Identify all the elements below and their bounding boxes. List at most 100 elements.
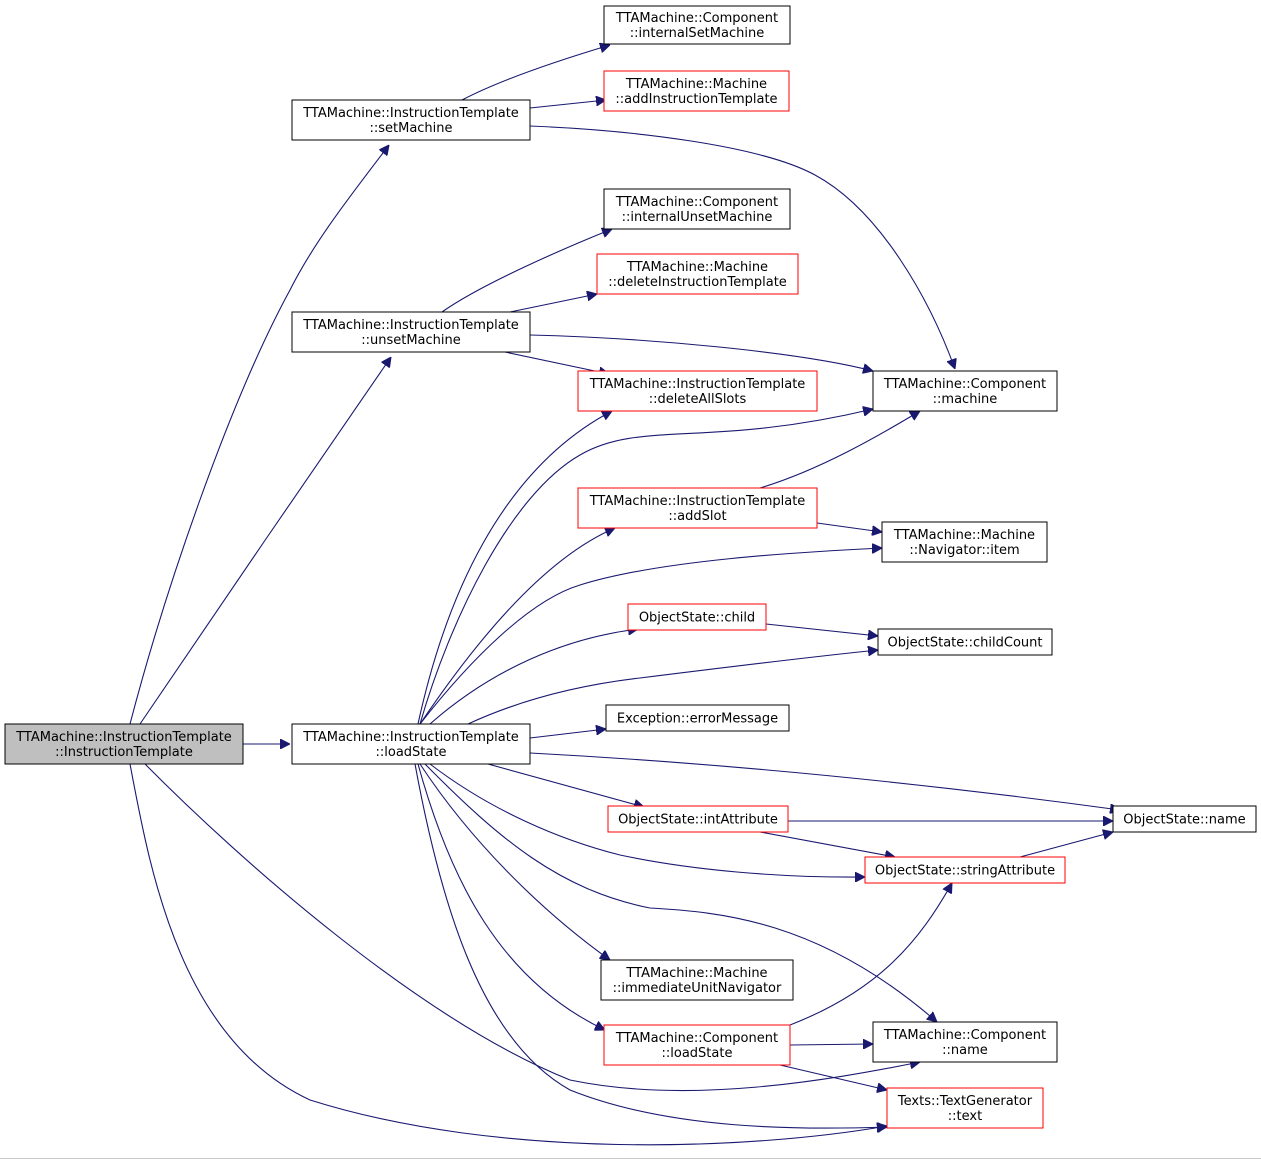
node-box <box>291 723 531 765</box>
node-box <box>881 521 1048 563</box>
node-label: TTAMachine::Component <box>883 377 1046 392</box>
edge-componentLoadState-to-componentName <box>789 1044 873 1045</box>
node-box <box>291 99 531 141</box>
node-label: ::machine <box>933 392 998 407</box>
node-navigatorItem[interactable]: TTAMachine::Machine::Navigator::item <box>881 521 1048 563</box>
node-label: Texts::TextGenerator <box>897 1094 1033 1109</box>
node-label: TTAMachine::Component <box>615 195 778 210</box>
edge-componentLoadState-to-stringAttribute <box>789 883 952 1026</box>
node-childCount[interactable]: ObjectState::childCount <box>877 628 1053 656</box>
edge-loadState-to-errorMessage <box>529 729 606 739</box>
node-label: ObjectState::childCount <box>888 636 1043 651</box>
edge-child-to-childCount <box>765 623 878 636</box>
node-addInstructionTemplate[interactable]: TTAMachine::Machine::addInstructionTempl… <box>603 70 790 112</box>
node-label: ObjectState::stringAttribute <box>875 864 1055 879</box>
node-label: TTAMachine::Machine <box>625 77 767 92</box>
node-box <box>596 253 799 295</box>
node-box <box>291 311 531 353</box>
node-textGen[interactable]: Texts::TextGenerator::text <box>886 1087 1044 1129</box>
node-root[interactable]: TTAMachine::InstructionTemplate::Instruc… <box>4 723 244 765</box>
node-box <box>872 370 1058 412</box>
node-label: TTAMachine::Machine <box>625 966 767 981</box>
edge-loadState-to-deleteAllSlots <box>417 411 612 725</box>
node-label: ::Navigator::item <box>909 543 1019 558</box>
node-errorMessage[interactable]: Exception::errorMessage <box>605 704 790 732</box>
node-label: TTAMachine::Component <box>883 1028 1046 1043</box>
node-box <box>864 856 1066 884</box>
node-internalSetMachine[interactable]: TTAMachine::Component::internalSetMachin… <box>603 5 791 45</box>
edges-layer <box>129 45 1120 1146</box>
node-label: TTAMachine::Machine <box>893 528 1035 543</box>
node-label: TTAMachine::Machine <box>626 260 768 275</box>
node-loadState[interactable]: TTAMachine::InstructionTemplate::loadSta… <box>291 723 531 765</box>
node-label: TTAMachine::InstructionTemplate <box>589 377 806 392</box>
node-box <box>605 704 790 732</box>
node-label: ::immediateUnitNavigator <box>613 981 782 996</box>
node-box <box>603 5 791 45</box>
edge-root-to-componentName <box>144 763 920 1092</box>
node-box <box>603 1024 791 1066</box>
node-label: ObjectState::intAttribute <box>618 813 778 828</box>
node-stringAttribute[interactable]: ObjectState::stringAttribute <box>864 856 1066 884</box>
edge-loadState-to-componentLoadState <box>417 763 605 1030</box>
node-label: ::internalUnsetMachine <box>622 210 773 225</box>
edge-intAttribute-to-stringAttribute <box>759 831 895 857</box>
node-label: ::unsetMachine <box>361 333 461 348</box>
edge-setMachine-to-componentMachine <box>529 125 955 369</box>
node-child[interactable]: ObjectState::child <box>627 603 767 631</box>
node-label: ::deleteInstructionTemplate <box>608 275 787 290</box>
node-osName[interactable]: ObjectState::name <box>1112 805 1257 833</box>
edge-loadState-to-textGen <box>414 763 887 1128</box>
edge-root-to-setMachine <box>129 145 389 725</box>
node-label: ::addInstructionTemplate <box>615 92 777 107</box>
node-label: ObjectState::name <box>1123 813 1245 828</box>
edge-root-to-textGen <box>129 763 887 1146</box>
edge-loadState-to-childCount <box>467 650 878 725</box>
node-internalUnsetMachine[interactable]: TTAMachine::Component::internalUnsetMach… <box>603 188 791 230</box>
node-box <box>603 188 791 230</box>
node-box <box>607 805 789 833</box>
edge-loadState-to-addSlot <box>419 528 615 725</box>
node-immediateUnitNavigator[interactable]: TTAMachine::Machine::immediateUnitNaviga… <box>600 959 794 1001</box>
node-label: ::loadState <box>376 745 447 760</box>
node-setMachine[interactable]: TTAMachine::InstructionTemplate::setMach… <box>291 99 531 141</box>
node-label: TTAMachine::InstructionTemplate <box>302 106 519 121</box>
edge-loadState-to-immediateUnitNavigator <box>419 763 610 960</box>
node-deleteAllSlots[interactable]: TTAMachine::InstructionTemplate::deleteA… <box>577 370 818 412</box>
bottom-divider <box>0 1158 1261 1159</box>
edge-loadState-to-componentName <box>424 763 937 1022</box>
node-unsetMachine[interactable]: TTAMachine::InstructionTemplate::unsetMa… <box>291 311 531 353</box>
node-label: TTAMachine::InstructionTemplate <box>302 730 519 745</box>
edge-loadState-to-child <box>429 629 638 725</box>
node-box <box>877 628 1053 656</box>
node-label: Exception::errorMessage <box>617 712 778 727</box>
node-box <box>1112 805 1257 833</box>
node-label: ::loadState <box>662 1046 733 1061</box>
node-componentLoadState[interactable]: TTAMachine::Component::loadState <box>603 1024 791 1066</box>
edge-unsetMachine-to-componentMachine <box>529 334 873 371</box>
node-label: ::addSlot <box>668 509 726 524</box>
node-intAttribute[interactable]: ObjectState::intAttribute <box>607 805 789 833</box>
node-box <box>603 70 790 112</box>
node-box <box>577 370 818 412</box>
node-deleteInstructionTemplate[interactable]: TTAMachine::Machine::deleteInstructionTe… <box>596 253 799 295</box>
edge-addSlot-to-componentMachine <box>759 411 920 489</box>
node-label: ::setMachine <box>369 121 452 136</box>
node-label: TTAMachine::Component <box>615 1031 778 1046</box>
edge-unsetMachine-to-deleteAllSlots <box>504 351 609 374</box>
edge-componentLoadState-to-textGen <box>779 1064 887 1090</box>
node-box <box>627 603 767 631</box>
node-label: ::InstructionTemplate <box>55 745 193 760</box>
node-label: TTAMachine::InstructionTemplate <box>302 318 519 333</box>
node-box <box>886 1087 1044 1129</box>
edge-setMachine-to-addInstructionTemplate <box>529 100 606 109</box>
edge-unsetMachine-to-internalUnsetMachine <box>441 229 612 313</box>
node-addSlot[interactable]: TTAMachine::InstructionTemplate::addSlot <box>577 487 818 529</box>
edge-root-to-unsetMachine <box>139 357 391 725</box>
node-label: ::deleteAllSlots <box>649 392 747 407</box>
node-componentName[interactable]: TTAMachine::Component::name <box>872 1021 1058 1063</box>
node-componentMachine[interactable]: TTAMachine::Component::machine <box>872 370 1058 412</box>
node-box <box>4 723 244 765</box>
edge-addSlot-to-navigatorItem <box>816 522 882 532</box>
edge-stringAttribute-to-osName <box>1019 832 1113 858</box>
